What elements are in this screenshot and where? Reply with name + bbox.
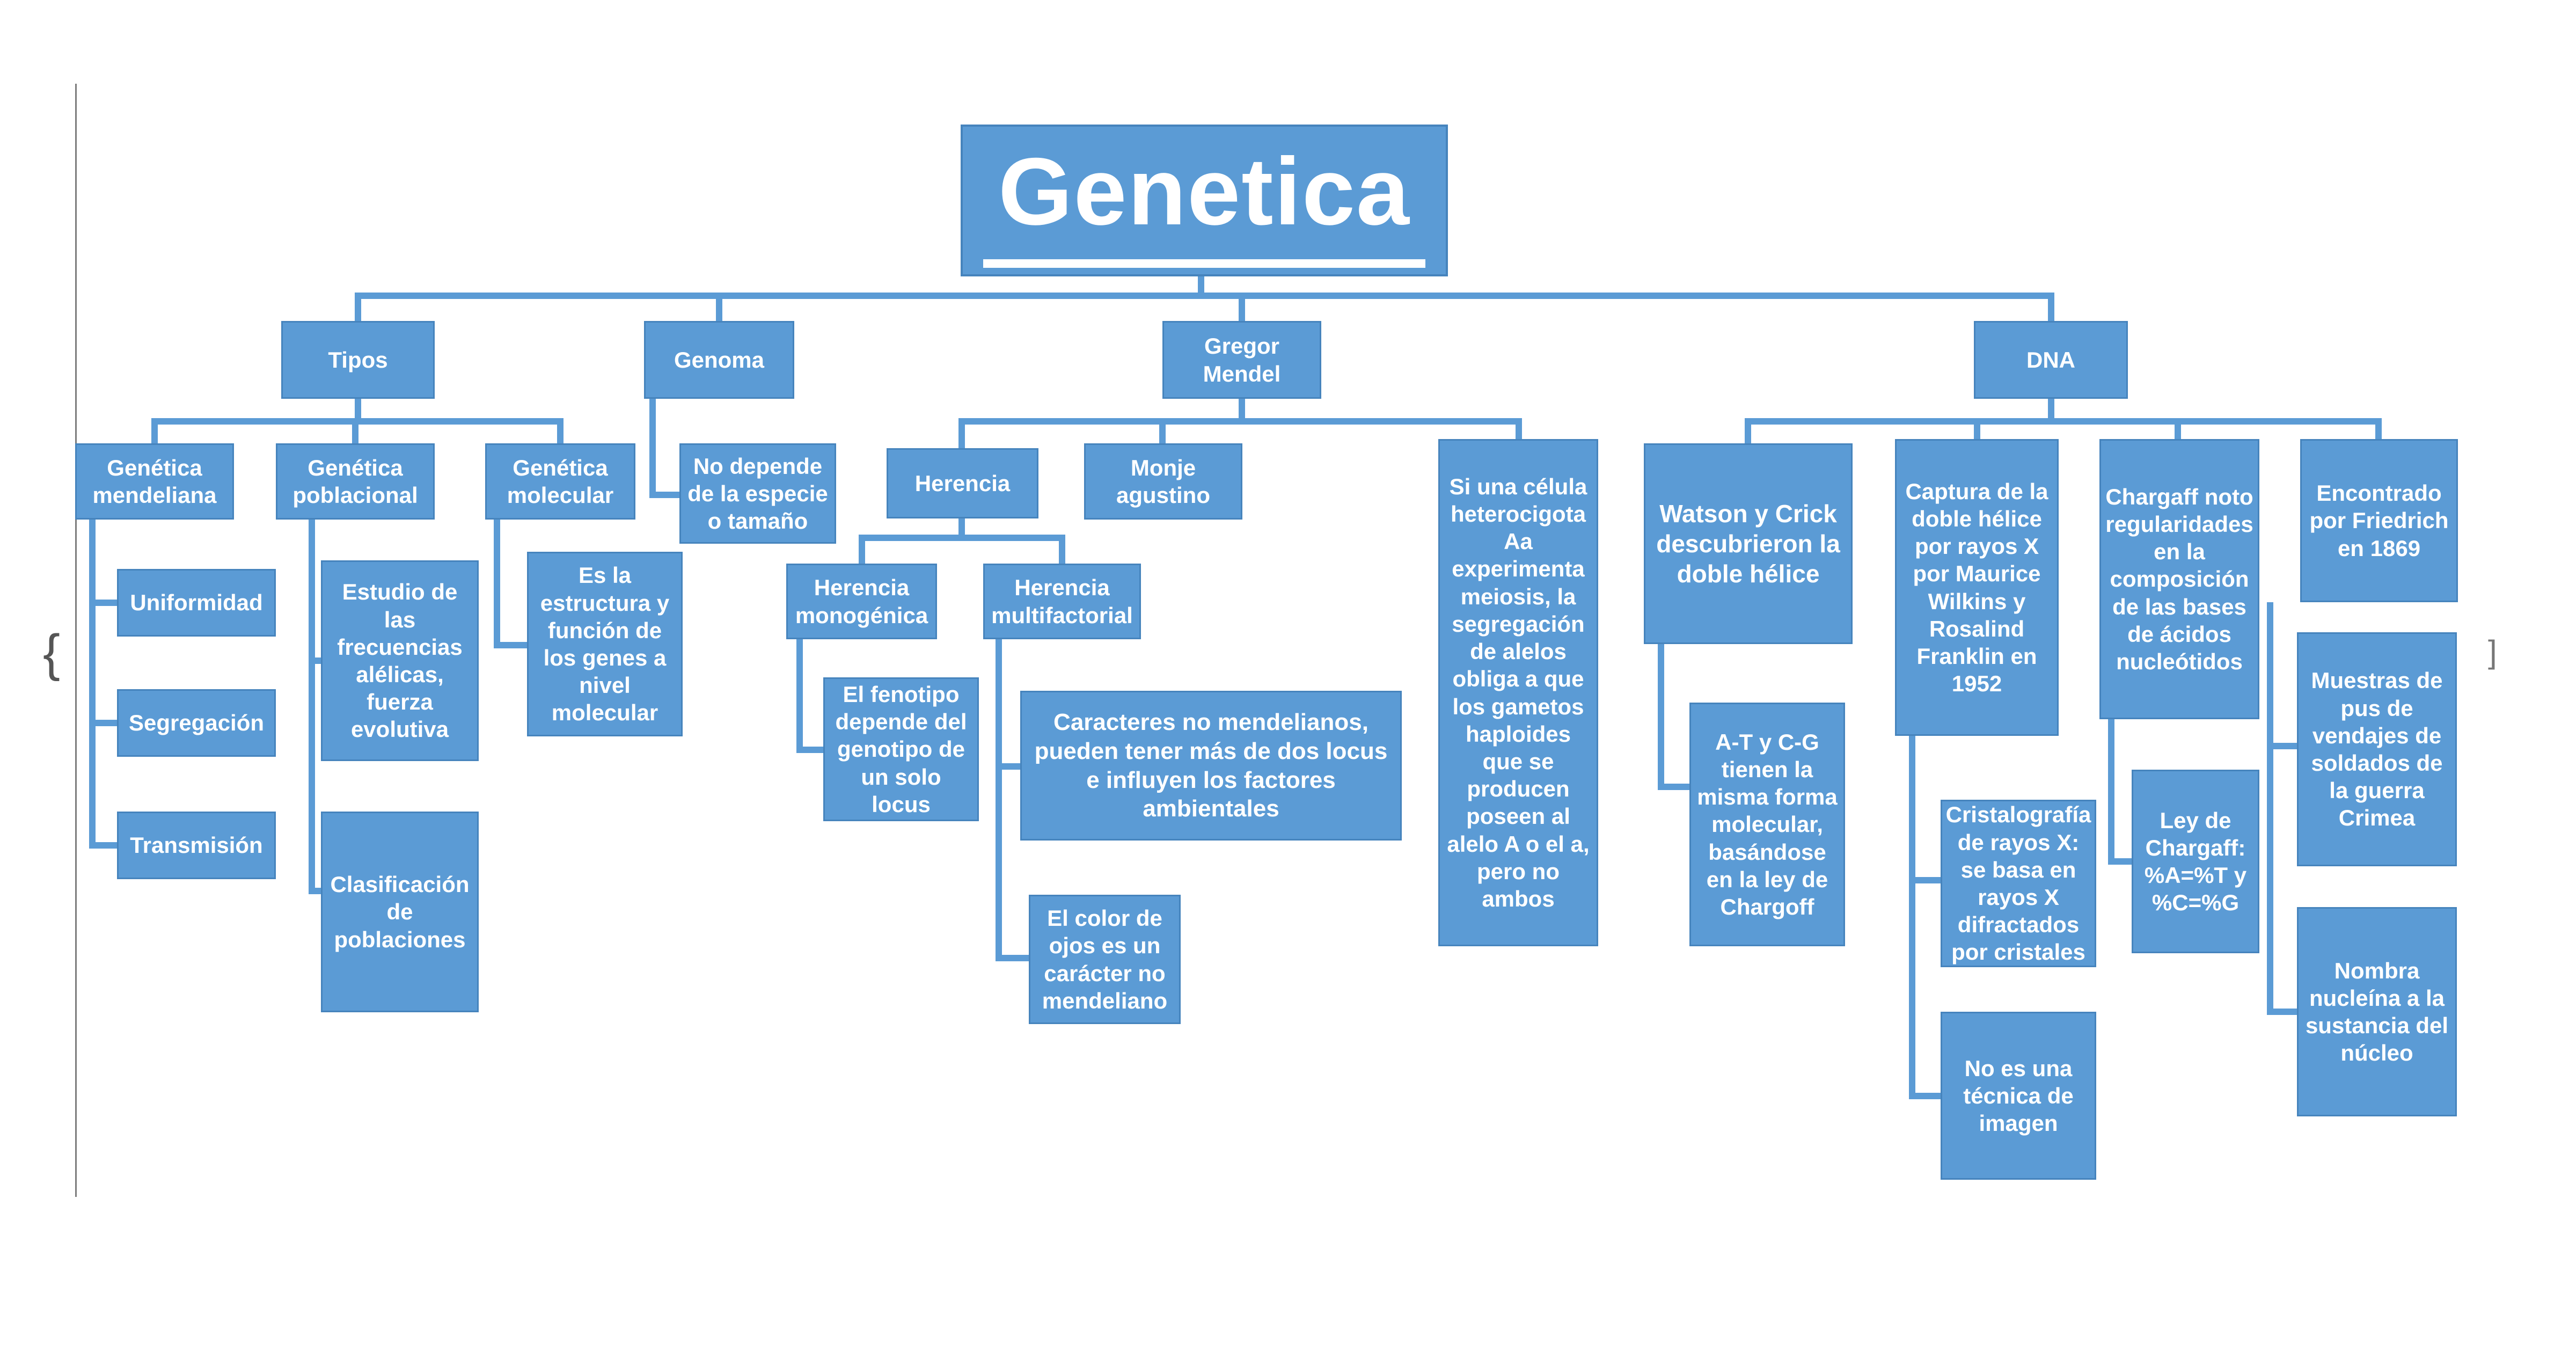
node-es-la-estructura[interactable]: Es la estructura y función de los genes … bbox=[527, 552, 683, 736]
node-transmision[interactable]: Transmisión bbox=[117, 812, 276, 879]
node-clasificacion-poblaciones[interactable]: Clasificación de poblaciones bbox=[321, 812, 479, 1012]
connector bbox=[649, 492, 684, 498]
connector bbox=[89, 600, 121, 606]
connector bbox=[494, 520, 500, 648]
connector bbox=[958, 418, 965, 449]
connector bbox=[1159, 418, 1166, 444]
connector bbox=[1909, 877, 1945, 883]
connector bbox=[355, 293, 361, 322]
connector bbox=[796, 639, 803, 753]
node-captura-doble-helice[interactable]: Captura de la doble hélice por rayos X p… bbox=[1895, 439, 2059, 736]
node-genoma[interactable]: Genoma bbox=[644, 321, 794, 399]
connector bbox=[151, 418, 158, 444]
node-tipos[interactable]: Tipos bbox=[281, 321, 435, 399]
node-watson-crick[interactable]: Watson y Crick descubrieron la doble hél… bbox=[1644, 443, 1853, 644]
connector bbox=[1198, 276, 1204, 295]
connector bbox=[996, 639, 1002, 961]
connector bbox=[494, 642, 531, 648]
node-nombra-nucleina[interactable]: Nombra nucleína a la sustancia del núcle… bbox=[2297, 907, 2457, 1116]
node-genetica-mendeliana[interactable]: Genética mendeliana bbox=[75, 443, 234, 520]
node-caracteres-no-mendelianos[interactable]: Caracteres no mendelianos, pueden tener … bbox=[1020, 691, 1402, 841]
connector bbox=[1658, 644, 1664, 790]
connector bbox=[1658, 784, 1694, 790]
connector bbox=[89, 842, 121, 849]
connector bbox=[859, 535, 1065, 541]
connector bbox=[859, 535, 865, 565]
connector bbox=[355, 398, 361, 421]
connector bbox=[309, 520, 315, 894]
node-herencia-multifactorial[interactable]: Herencia multifactorial bbox=[983, 564, 1141, 639]
node-gregor-mendel[interactable]: Gregor Mendel bbox=[1162, 321, 1321, 399]
connector bbox=[89, 720, 121, 726]
connector bbox=[352, 418, 358, 444]
node-chargaff-noto[interactable]: Chargaff noto regularidades en la compos… bbox=[2099, 439, 2259, 719]
page-margin-line bbox=[75, 84, 77, 1197]
connector bbox=[1745, 418, 2382, 425]
page-title: Genetica bbox=[983, 133, 1425, 268]
connector bbox=[2175, 418, 2181, 440]
connector bbox=[796, 747, 828, 753]
connector bbox=[2267, 602, 2273, 1015]
connector bbox=[1909, 1093, 1945, 1099]
node-si-celula-heterocigota[interactable]: Si una célula heterocigota Aa experiment… bbox=[1438, 439, 1598, 946]
connector bbox=[2108, 858, 2137, 865]
connector bbox=[1909, 736, 1915, 1099]
node-herencia-monogenica[interactable]: Herencia monogénica bbox=[786, 564, 937, 639]
node-title-genetica[interactable]: Genetica bbox=[961, 125, 1448, 276]
brace-artifact-icon: { bbox=[43, 624, 61, 682]
node-at-cg-chargoff[interactable]: A-T y C-G tienen la misma forma molecula… bbox=[1689, 703, 1845, 946]
node-no-es-tecnica-imagen[interactable]: No es una técnica de imagen bbox=[1941, 1012, 2096, 1180]
node-genetica-poblacional[interactable]: Genética poblacional bbox=[276, 443, 435, 520]
connector bbox=[355, 293, 2054, 299]
node-el-color-de-ojos[interactable]: El color de ojos es un carácter no mende… bbox=[1029, 895, 1181, 1024]
connector bbox=[89, 520, 96, 849]
node-herencia[interactable]: Herencia bbox=[887, 448, 1038, 518]
connector bbox=[996, 955, 1033, 961]
connector bbox=[1059, 535, 1065, 565]
node-el-fenotipo[interactable]: El fenotipo depende del genotipo de un s… bbox=[823, 677, 979, 821]
connector bbox=[958, 518, 965, 538]
connector bbox=[1239, 398, 1245, 421]
connector bbox=[2267, 1009, 2302, 1015]
node-muestras-de-pus[interactable]: Muestras de pus de vendajes de soldados … bbox=[2297, 632, 2457, 866]
node-dna[interactable]: DNA bbox=[1974, 321, 2128, 399]
connector bbox=[2048, 293, 2054, 322]
connector bbox=[716, 293, 722, 322]
connector bbox=[1745, 418, 1751, 444]
node-uniformidad[interactable]: Uniformidad bbox=[117, 569, 276, 637]
node-monje-agustino[interactable]: Monje agustino bbox=[1084, 443, 1242, 520]
connector bbox=[996, 763, 1024, 770]
node-no-depende[interactable]: No depende de la especie o tamaño bbox=[679, 443, 836, 544]
node-genetica-molecular[interactable]: Genética molecular bbox=[485, 443, 635, 520]
node-cristalografia[interactable]: Cristalografía de rayos X: se basa en ra… bbox=[1941, 800, 2096, 967]
connector bbox=[2048, 398, 2054, 421]
connector bbox=[1974, 418, 1980, 440]
connector bbox=[649, 398, 656, 498]
node-ley-de-chargaff[interactable]: Ley de Chargaff: %A=%T y %C=%G bbox=[2132, 770, 2259, 953]
connector bbox=[2375, 418, 2382, 440]
node-segregacion[interactable]: Segregación bbox=[117, 689, 276, 757]
bracket-artifact-icon: ] bbox=[2488, 634, 2497, 670]
connector bbox=[557, 418, 564, 444]
connector bbox=[1516, 418, 1522, 440]
connector bbox=[1239, 293, 1245, 322]
connector bbox=[958, 418, 1522, 425]
node-estudio-frecuencias[interactable]: Estudio de las frecuencias alélicas, fue… bbox=[321, 560, 479, 761]
connector bbox=[2267, 743, 2302, 749]
connector bbox=[2108, 719, 2114, 865]
node-encontrado-friedrich[interactable]: Encontrado por Friedrich en 1869 bbox=[2300, 439, 2458, 602]
